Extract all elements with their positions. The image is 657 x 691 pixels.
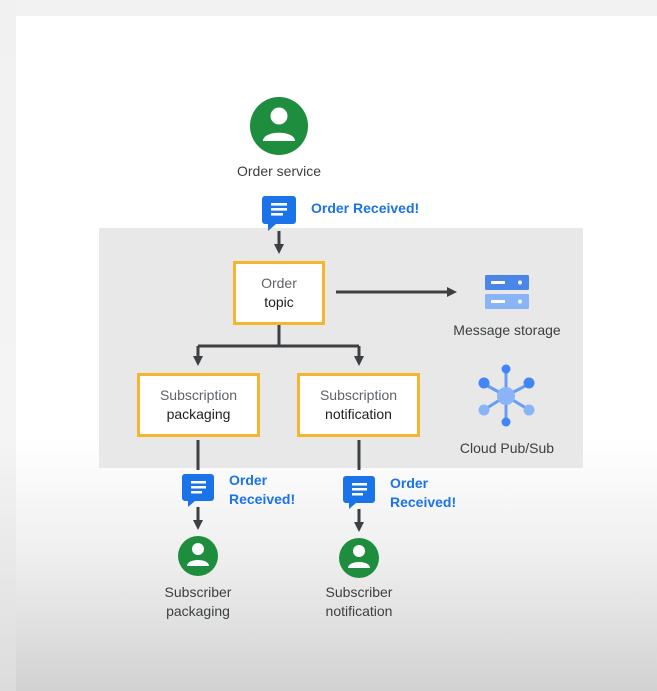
cloud-pubsub-label: Cloud Pub/Sub bbox=[459, 440, 555, 456]
subscription-notification-box: Subscription notification bbox=[297, 373, 420, 437]
message-icon-top bbox=[262, 196, 296, 231]
event-label-line: Received! bbox=[229, 491, 296, 507]
message-icon-notification bbox=[343, 476, 375, 509]
cloud-pubsub-icon bbox=[478, 364, 535, 427]
message-icon-packaging bbox=[182, 474, 214, 507]
event-label-line: Order bbox=[229, 472, 268, 488]
order-topic-box: Order topic bbox=[233, 261, 325, 325]
subscription-label: Subscription bbox=[319, 387, 398, 403]
subscriber-label-line: Subscriber bbox=[325, 584, 393, 600]
topic-type-label: topic bbox=[264, 294, 294, 310]
event-label-line: Received! bbox=[390, 494, 457, 510]
order-received-label-notification: Order Received! bbox=[390, 474, 456, 512]
subscriber-label-line: notification bbox=[325, 603, 393, 619]
order-received-label-packaging: Order Received! bbox=[229, 471, 295, 509]
subscriber-packaging-label: Subscriber packaging bbox=[138, 583, 258, 621]
event-label-line: Order bbox=[390, 475, 429, 491]
subscriber-label-line: packaging bbox=[166, 603, 230, 619]
top-border-strip bbox=[0, 0, 657, 16]
arrow-topic-to-subscriptions bbox=[193, 324, 364, 366]
order-service-label: Order service bbox=[236, 163, 322, 179]
subscriber-packaging-person-icon bbox=[178, 536, 218, 576]
subscription-name-label: packaging bbox=[166, 406, 231, 422]
subscriber-label-line: Subscriber bbox=[164, 584, 232, 600]
subscriber-notification-person-icon bbox=[339, 538, 379, 578]
subscription-packaging-box: Subscription packaging bbox=[137, 373, 260, 437]
server-storage-icon bbox=[485, 275, 529, 309]
topic-name-label: Order bbox=[261, 275, 297, 291]
order-service-person-icon bbox=[250, 97, 308, 155]
left-border-strip bbox=[0, 0, 16, 691]
message-storage-label: Message storage bbox=[453, 322, 561, 338]
subscription-name-label: notification bbox=[325, 406, 392, 422]
order-received-label-top: Order Received! bbox=[311, 200, 420, 216]
subscriber-notification-label: Subscriber notification bbox=[299, 583, 419, 621]
subscription-label: Subscription bbox=[159, 387, 238, 403]
